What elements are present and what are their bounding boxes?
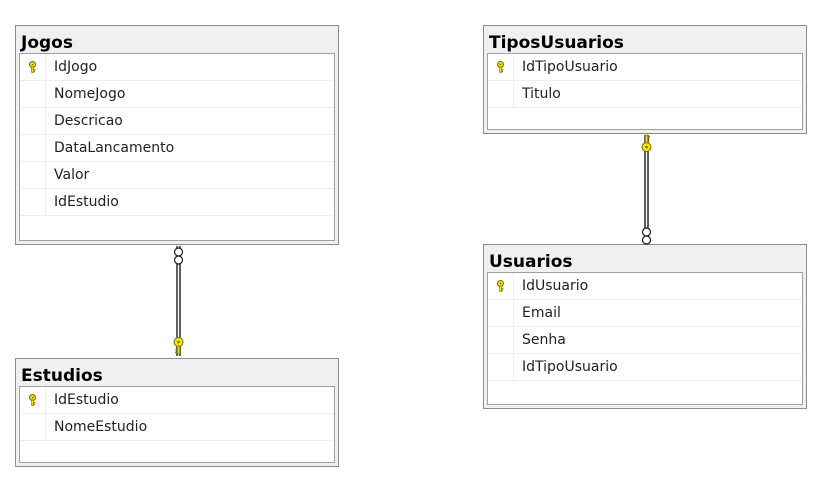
key-cell (20, 414, 46, 440)
key-cell (20, 189, 46, 215)
column-name: Valor (54, 167, 90, 183)
column-name: NomeEstudio (54, 419, 148, 435)
table-jogos[interactable]: Jogos IdJogo NomeJogo Descricao DataLanc… (15, 25, 339, 245)
column-row[interactable]: Valor (20, 162, 334, 189)
column-row[interactable]: IdUsuario (488, 273, 802, 300)
column-row[interactable]: Titulo (488, 81, 802, 108)
column-name: IdUsuario (522, 278, 589, 294)
table-tipos-usuarios[interactable]: TiposUsuarios IdTipoUsuario Titulo (483, 25, 807, 134)
table-title-estudios: Estudios (21, 366, 103, 386)
primary-key-icon (29, 61, 36, 73)
column-name: Senha (522, 332, 566, 348)
key-cell (20, 135, 46, 161)
table-estudios[interactable]: Estudios IdEstudio NomeEstudio (15, 358, 339, 467)
column-grid-usuarios: IdUsuario Email Senha IdTipoUsuario (487, 272, 803, 405)
table-title-jogos: Jogos (21, 33, 73, 53)
column-name: IdTipoUsuario (522, 359, 618, 375)
many-end-icon (173, 255, 184, 265)
column-row[interactable]: DataLancamento (20, 135, 334, 162)
column-row[interactable]: IdEstudio (20, 189, 334, 216)
key-cell (488, 300, 514, 326)
key-cell (20, 81, 46, 107)
column-row[interactable]: IdJogo (20, 54, 334, 81)
many-end-icon (173, 247, 184, 257)
relationship-jogos-estudios[interactable] (173, 246, 184, 356)
key-cell (488, 81, 514, 107)
key-cell (488, 327, 514, 353)
column-name: DataLancamento (54, 140, 175, 156)
key-cell (20, 387, 46, 413)
primary-key-icon (497, 61, 504, 73)
table-title-tipos-usuarios: TiposUsuarios (489, 33, 624, 53)
column-name: IdEstudio (54, 194, 119, 210)
column-grid-estudios: IdEstudio NomeEstudio (19, 386, 335, 463)
column-grid-tipos-usuarios: IdTipoUsuario Titulo (487, 53, 803, 130)
key-cell (488, 54, 514, 80)
column-row[interactable]: IdTipoUsuario (488, 354, 802, 381)
key-cell (20, 162, 46, 188)
column-name: Descricao (54, 113, 123, 129)
key-cell (20, 108, 46, 134)
one-end-key-icon (173, 337, 184, 355)
column-row[interactable]: IdEstudio (20, 387, 334, 414)
column-row[interactable]: NomeEstudio (20, 414, 334, 441)
column-name: Email (522, 305, 561, 321)
key-cell (20, 54, 46, 80)
many-end-icon (641, 227, 652, 237)
column-row[interactable]: Senha (488, 327, 802, 354)
one-end-key-icon (641, 134, 652, 152)
key-cell (488, 354, 514, 380)
column-row[interactable]: Email (488, 300, 802, 327)
relationship-usuarios-tiposusuarios[interactable] (641, 134, 652, 245)
column-name: Titulo (522, 86, 561, 102)
table-title-usuarios: Usuarios (489, 252, 573, 272)
column-name: IdTipoUsuario (522, 59, 618, 75)
column-row[interactable]: IdTipoUsuario (488, 54, 802, 81)
many-end-icon (641, 235, 652, 245)
primary-key-icon (29, 394, 36, 406)
primary-key-icon (497, 280, 504, 292)
column-name: IdJogo (54, 59, 98, 75)
key-cell (488, 273, 514, 299)
column-grid-jogos: IdJogo NomeJogo Descricao DataLancamento… (19, 53, 335, 241)
column-name: IdEstudio (54, 392, 119, 408)
table-usuarios[interactable]: Usuarios IdUsuario Email Senha IdTipoUsu… (483, 244, 807, 409)
column-row[interactable]: Descricao (20, 108, 334, 135)
column-name: NomeJogo (54, 86, 126, 102)
column-row[interactable]: NomeJogo (20, 81, 334, 108)
